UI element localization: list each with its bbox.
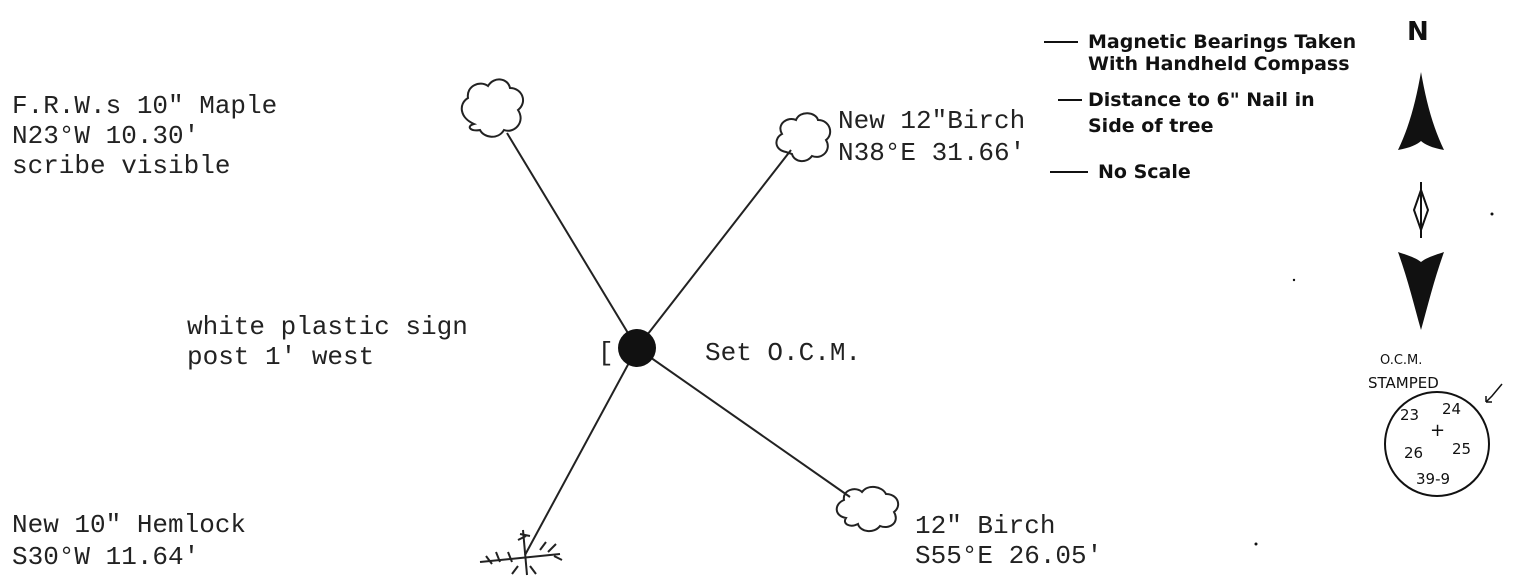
birch-ne-line-1: New 12"Birch — [838, 106, 1025, 136]
ocm-stamp-value-24: 24 — [1442, 400, 1461, 418]
birch-ne-line-2: N38°E 31.66' — [838, 138, 1025, 168]
tie-line-birch-ne — [636, 149, 792, 349]
sign-post-bracket-icon: [ — [598, 338, 614, 368]
ocm-stamp-value-39-9: 39-9 — [1416, 470, 1450, 488]
ocm-stamp-pointer-icon — [1485, 383, 1503, 403]
ocm-monument-icon — [618, 329, 656, 367]
maple-line-3: scribe visible — [12, 151, 230, 181]
sign-line-2: post 1' west — [187, 342, 374, 372]
birch-se-line-2: S55°E 26.05' — [915, 541, 1102, 571]
birch-se-line-1: 12" Birch — [915, 511, 1055, 541]
birch-se-tree-icon — [835, 486, 900, 532]
ocm-stamp-value-23: 23 — [1400, 406, 1419, 424]
stray-mark — [1254, 542, 1258, 546]
tie-lines — [506, 132, 851, 556]
maple-line-1: F.R.W.s 10" Maple — [12, 91, 277, 121]
north-arrow-tail-icon — [1398, 252, 1444, 330]
tie-line-hemlock — [524, 347, 638, 556]
north-arrow-head-icon — [1398, 72, 1444, 150]
ocm-stamp-label-2: STAMPED — [1368, 374, 1439, 392]
note-line-3: Distance to 6" Nail in — [1088, 89, 1315, 111]
tie-line-birch-se — [636, 347, 851, 498]
north-label: N — [1407, 17, 1429, 47]
ocm-stamp-value-26: 26 — [1404, 444, 1423, 462]
ocm-stamp: O.C.M. STAMPED + 23 24 26 25 39-9 — [1368, 353, 1503, 497]
notes-block: Magnetic Bearings Taken With Handheld Co… — [1044, 31, 1356, 183]
stray-mark — [1490, 212, 1494, 216]
note-line-4: Side of tree — [1088, 115, 1213, 137]
north-arrow: N — [1398, 17, 1444, 330]
birch-ne-tree-icon — [775, 112, 832, 162]
ocm-stamp-value-25: 25 — [1452, 440, 1471, 458]
note-line-5: No Scale — [1098, 161, 1191, 183]
note-line-1: Magnetic Bearings Taken — [1088, 31, 1356, 53]
maple-line-2: N23°W 10.30' — [12, 121, 199, 151]
maple-tree-icon — [460, 78, 525, 138]
ocm-stamp-disc-icon — [1384, 391, 1490, 497]
stray-mark — [1292, 278, 1296, 282]
sign-line-1: white plastic sign — [187, 312, 468, 342]
note-line-2: With Handheld Compass — [1088, 53, 1350, 75]
center-label: Set O.C.M. — [705, 338, 861, 368]
ocm-stamp-cross-icon: + — [1430, 420, 1445, 441]
hemlock-line-1: New 10" Hemlock — [12, 510, 246, 540]
tie-line-maple — [506, 132, 638, 349]
hemlock-tree-icon — [479, 529, 563, 576]
ocm-stamp-label-1: O.C.M. — [1380, 353, 1422, 368]
hemlock-line-2: S30°W 11.64' — [12, 542, 199, 572]
